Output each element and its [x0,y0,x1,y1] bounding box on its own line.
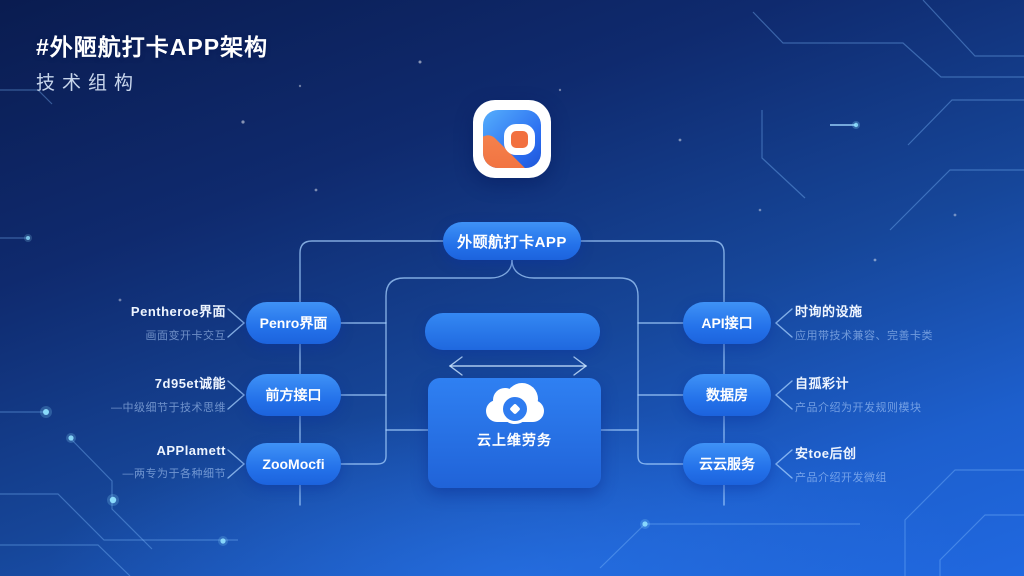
node-cloud-service[interactable]: 云云服务 [683,443,771,485]
page-subtitle: 技术组构 [36,73,141,94]
label-left-3: APPlamett —两专为于各种细节 [44,443,226,481]
node-front-api[interactable]: 前方接口 [246,374,341,416]
app-logo-inner-tile [483,110,541,168]
label-right-2-title: 自孤彩计 [795,376,850,391]
node-app-design[interactable]: ZooMocfi [246,443,341,485]
label-right-1-subtitle: 应用带技术兼容、完善卡类 [795,330,933,342]
cloud-emblem-icon [499,394,530,424]
label-left-3-subtitle: —两专为于各种细节 [122,468,226,480]
node-root-app[interactable]: 外颐航打卡APP [443,222,581,260]
label-right-1: 时询的设施 应用带技术兼容、完善卡类 [795,301,1005,343]
label-left-1: Pentheroe界面 画面变开卡交互 [44,301,226,343]
cloud-service-box[interactable]: 云上维劳务 [428,378,601,488]
label-left-2-subtitle: —中级细节于技术思维 [111,402,226,414]
app-logo-icon [473,100,551,178]
label-left-1-subtitle: 画面变开卡交互 [145,330,226,342]
bidirectional-arrow [448,356,588,376]
node-database[interactable]: 数据房 [683,374,771,416]
label-right-3-title: 安toe后创 [795,446,857,461]
label-right-2-subtitle: 产品介绍为开发规则模块 [795,402,922,414]
label-right-2: 自孤彩计 产品介绍为开发规则模块 [795,373,1005,415]
cloud-emblem-glyph [508,403,521,415]
center-bus-bar[interactable] [425,313,600,350]
label-left-2: 7d95et诚能 —中级细节于技术思维 [44,373,226,415]
node-ui-layer[interactable]: Penro界面 [246,302,341,344]
app-logo-ring [504,124,535,155]
page-title: #外陋航打卡APP架构 [36,34,269,60]
cloud-box-caption: 云上维劳务 [477,432,552,448]
node-api-interface[interactable]: API接口 [683,302,771,344]
label-right-3-subtitle: 产品介绍开发微组 [795,472,887,484]
label-left-1-title: Pentheroe界面 [130,304,226,319]
cloud-icon [485,383,544,424]
label-left-2-title: 7d95et诚能 [154,376,226,391]
label-right-3: 安toe后创 产品介绍开发微组 [795,443,1005,485]
label-right-1-title: 时询的设施 [795,304,863,319]
label-left-3-title: APPlamett [156,443,226,458]
